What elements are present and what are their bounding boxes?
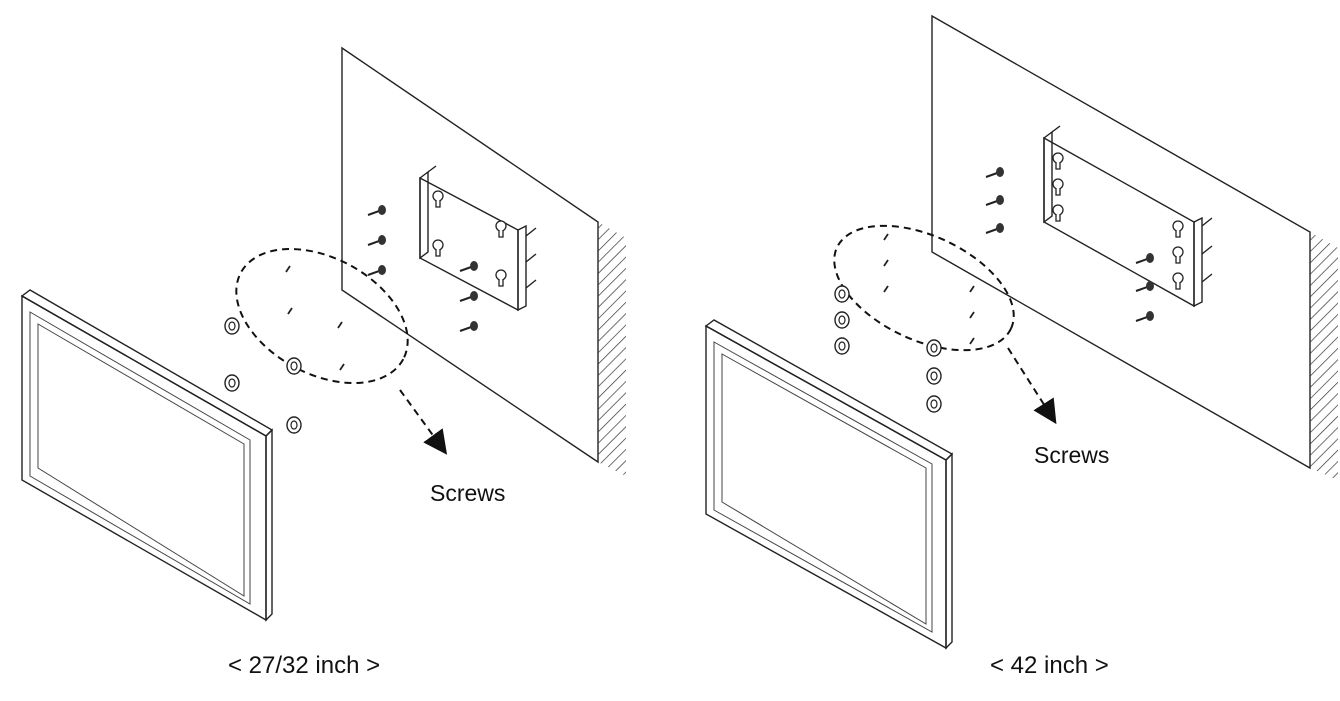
wall: [341, 46, 626, 476]
screws-label-left: Screws: [430, 480, 506, 506]
spacer-nuts: [224, 317, 302, 434]
screws-callout-ellipse: [235, 248, 409, 384]
screws-label-right: Screws: [1034, 442, 1110, 468]
wall: [931, 14, 1338, 480]
caption-right: < 42 inch >: [990, 652, 1109, 679]
panel-42: [704, 14, 1338, 650]
screws-callout-ellipse: [833, 224, 1015, 352]
wall-bracket: [1043, 125, 1213, 308]
caption-left: < 27/32 inch >: [228, 652, 381, 679]
wall-screws: [367, 204, 479, 332]
monitor: [704, 319, 954, 650]
monitor: [20, 289, 274, 622]
mount-pins: [883, 233, 975, 345]
panel-27-32: [20, 46, 626, 622]
screws-callout-arrow: [399, 389, 448, 455]
mount-pins: [285, 265, 345, 371]
screws-callout-arrow: [1007, 347, 1057, 425]
spacer-nuts: [834, 285, 942, 413]
wall-bracket: [419, 165, 537, 312]
